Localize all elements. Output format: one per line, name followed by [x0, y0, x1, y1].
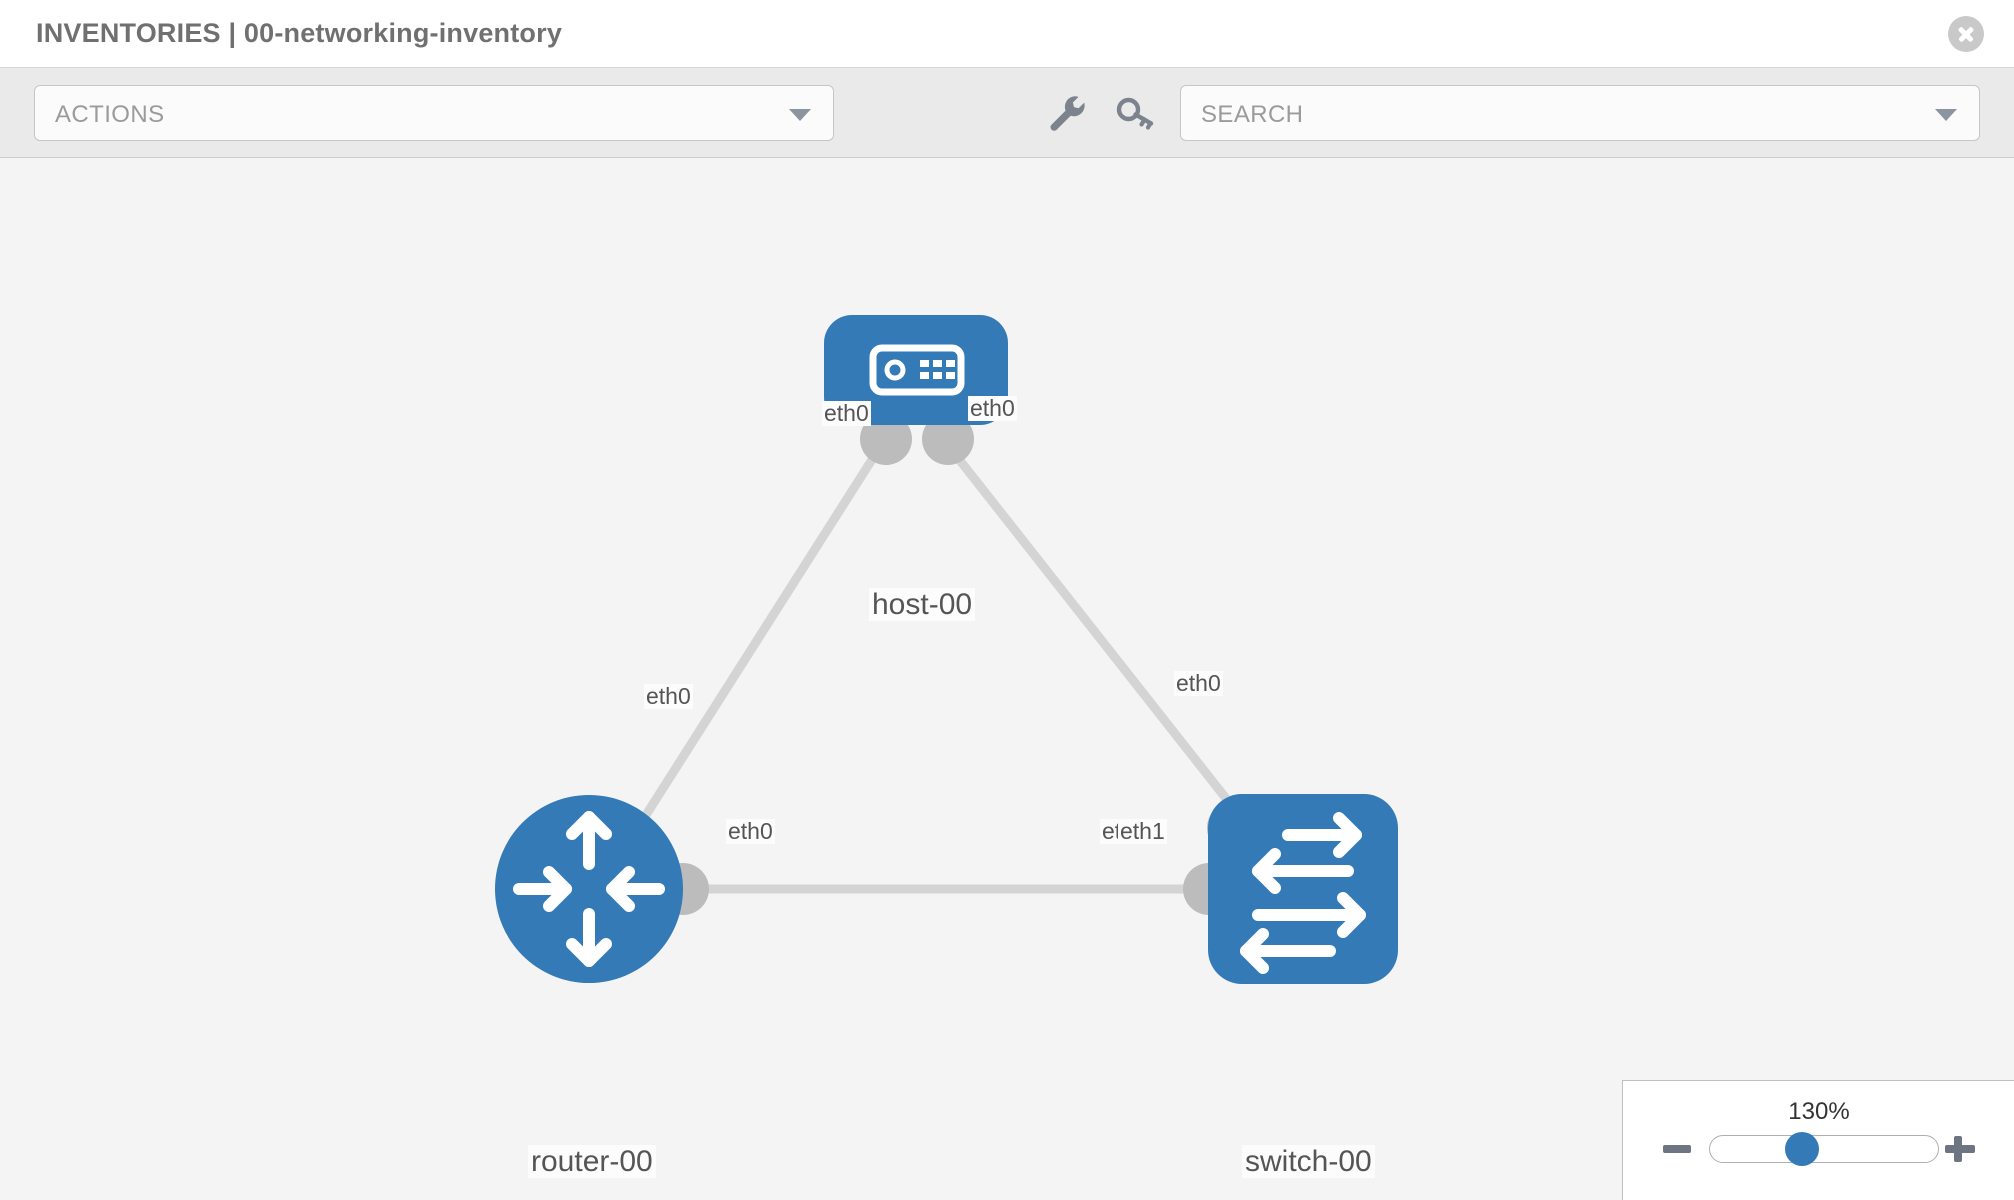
page-header: INVENTORIES | 00-networking-inventory	[0, 0, 2014, 68]
zoom-slider-track[interactable]	[1709, 1135, 1939, 1163]
node-router-00	[495, 795, 683, 983]
topology-graph	[495, 315, 1398, 984]
search-input[interactable]: SEARCH	[1180, 85, 1980, 141]
node-label-router-00: router-00	[528, 1145, 656, 1178]
edge-host00-router00	[621, 455, 877, 851]
endpoint-host00-left	[860, 413, 912, 465]
endpoint-host00-right	[922, 413, 974, 465]
minus-icon-bar	[1663, 1145, 1691, 1153]
server-icon	[869, 344, 965, 396]
actions-dropdown[interactable]: ACTIONS	[34, 85, 834, 141]
chevron-down-icon	[789, 109, 811, 121]
actions-dropdown-label: ACTIONS	[55, 101, 165, 128]
minus-icon[interactable]	[1661, 1132, 1695, 1166]
edge-label: eth0	[644, 683, 693, 710]
edge-label: eth1	[1118, 818, 1167, 845]
plus-icon-bar-vertical	[1954, 1136, 1962, 1162]
chevron-down-icon	[1935, 109, 1957, 121]
router-arrows-icon	[513, 811, 665, 967]
close-icon[interactable]	[1948, 16, 1984, 52]
key-icon[interactable]	[1114, 92, 1156, 134]
zoom-slider-thumb[interactable]	[1785, 1132, 1819, 1166]
edge-label: eth0	[1174, 670, 1223, 697]
edge-host00-switch00	[954, 455, 1269, 851]
edge-label: et	[1100, 818, 1124, 845]
edge-label: eth0	[822, 400, 871, 427]
node-host-00	[824, 315, 1008, 425]
page-title: INVENTORIES | 00-networking-inventory	[36, 18, 563, 48]
node-label-host-00: host-00	[869, 588, 976, 621]
edges	[621, 455, 1269, 894]
toolbar: ACTIONS SEARCH	[0, 68, 2014, 158]
node-label-switch-00: switch-00	[1242, 1145, 1375, 1178]
zoom-control-panel: 130%	[1622, 1080, 2014, 1200]
wrench-icon[interactable]	[1046, 92, 1088, 134]
edge-label: eth0	[968, 395, 1017, 422]
edge-label: eth0	[726, 818, 775, 845]
plus-icon[interactable]	[1943, 1132, 1977, 1166]
zoom-level-label: 130%	[1788, 1098, 1850, 1125]
search-input-placeholder: SEARCH	[1201, 101, 1304, 128]
node-switch-00	[1208, 794, 1398, 984]
switch-arrows-icon	[1240, 812, 1366, 974]
topology-canvas[interactable]: eth0 eth0 eth0 eth0 eth0 et eth1 host-00…	[0, 158, 2014, 1200]
